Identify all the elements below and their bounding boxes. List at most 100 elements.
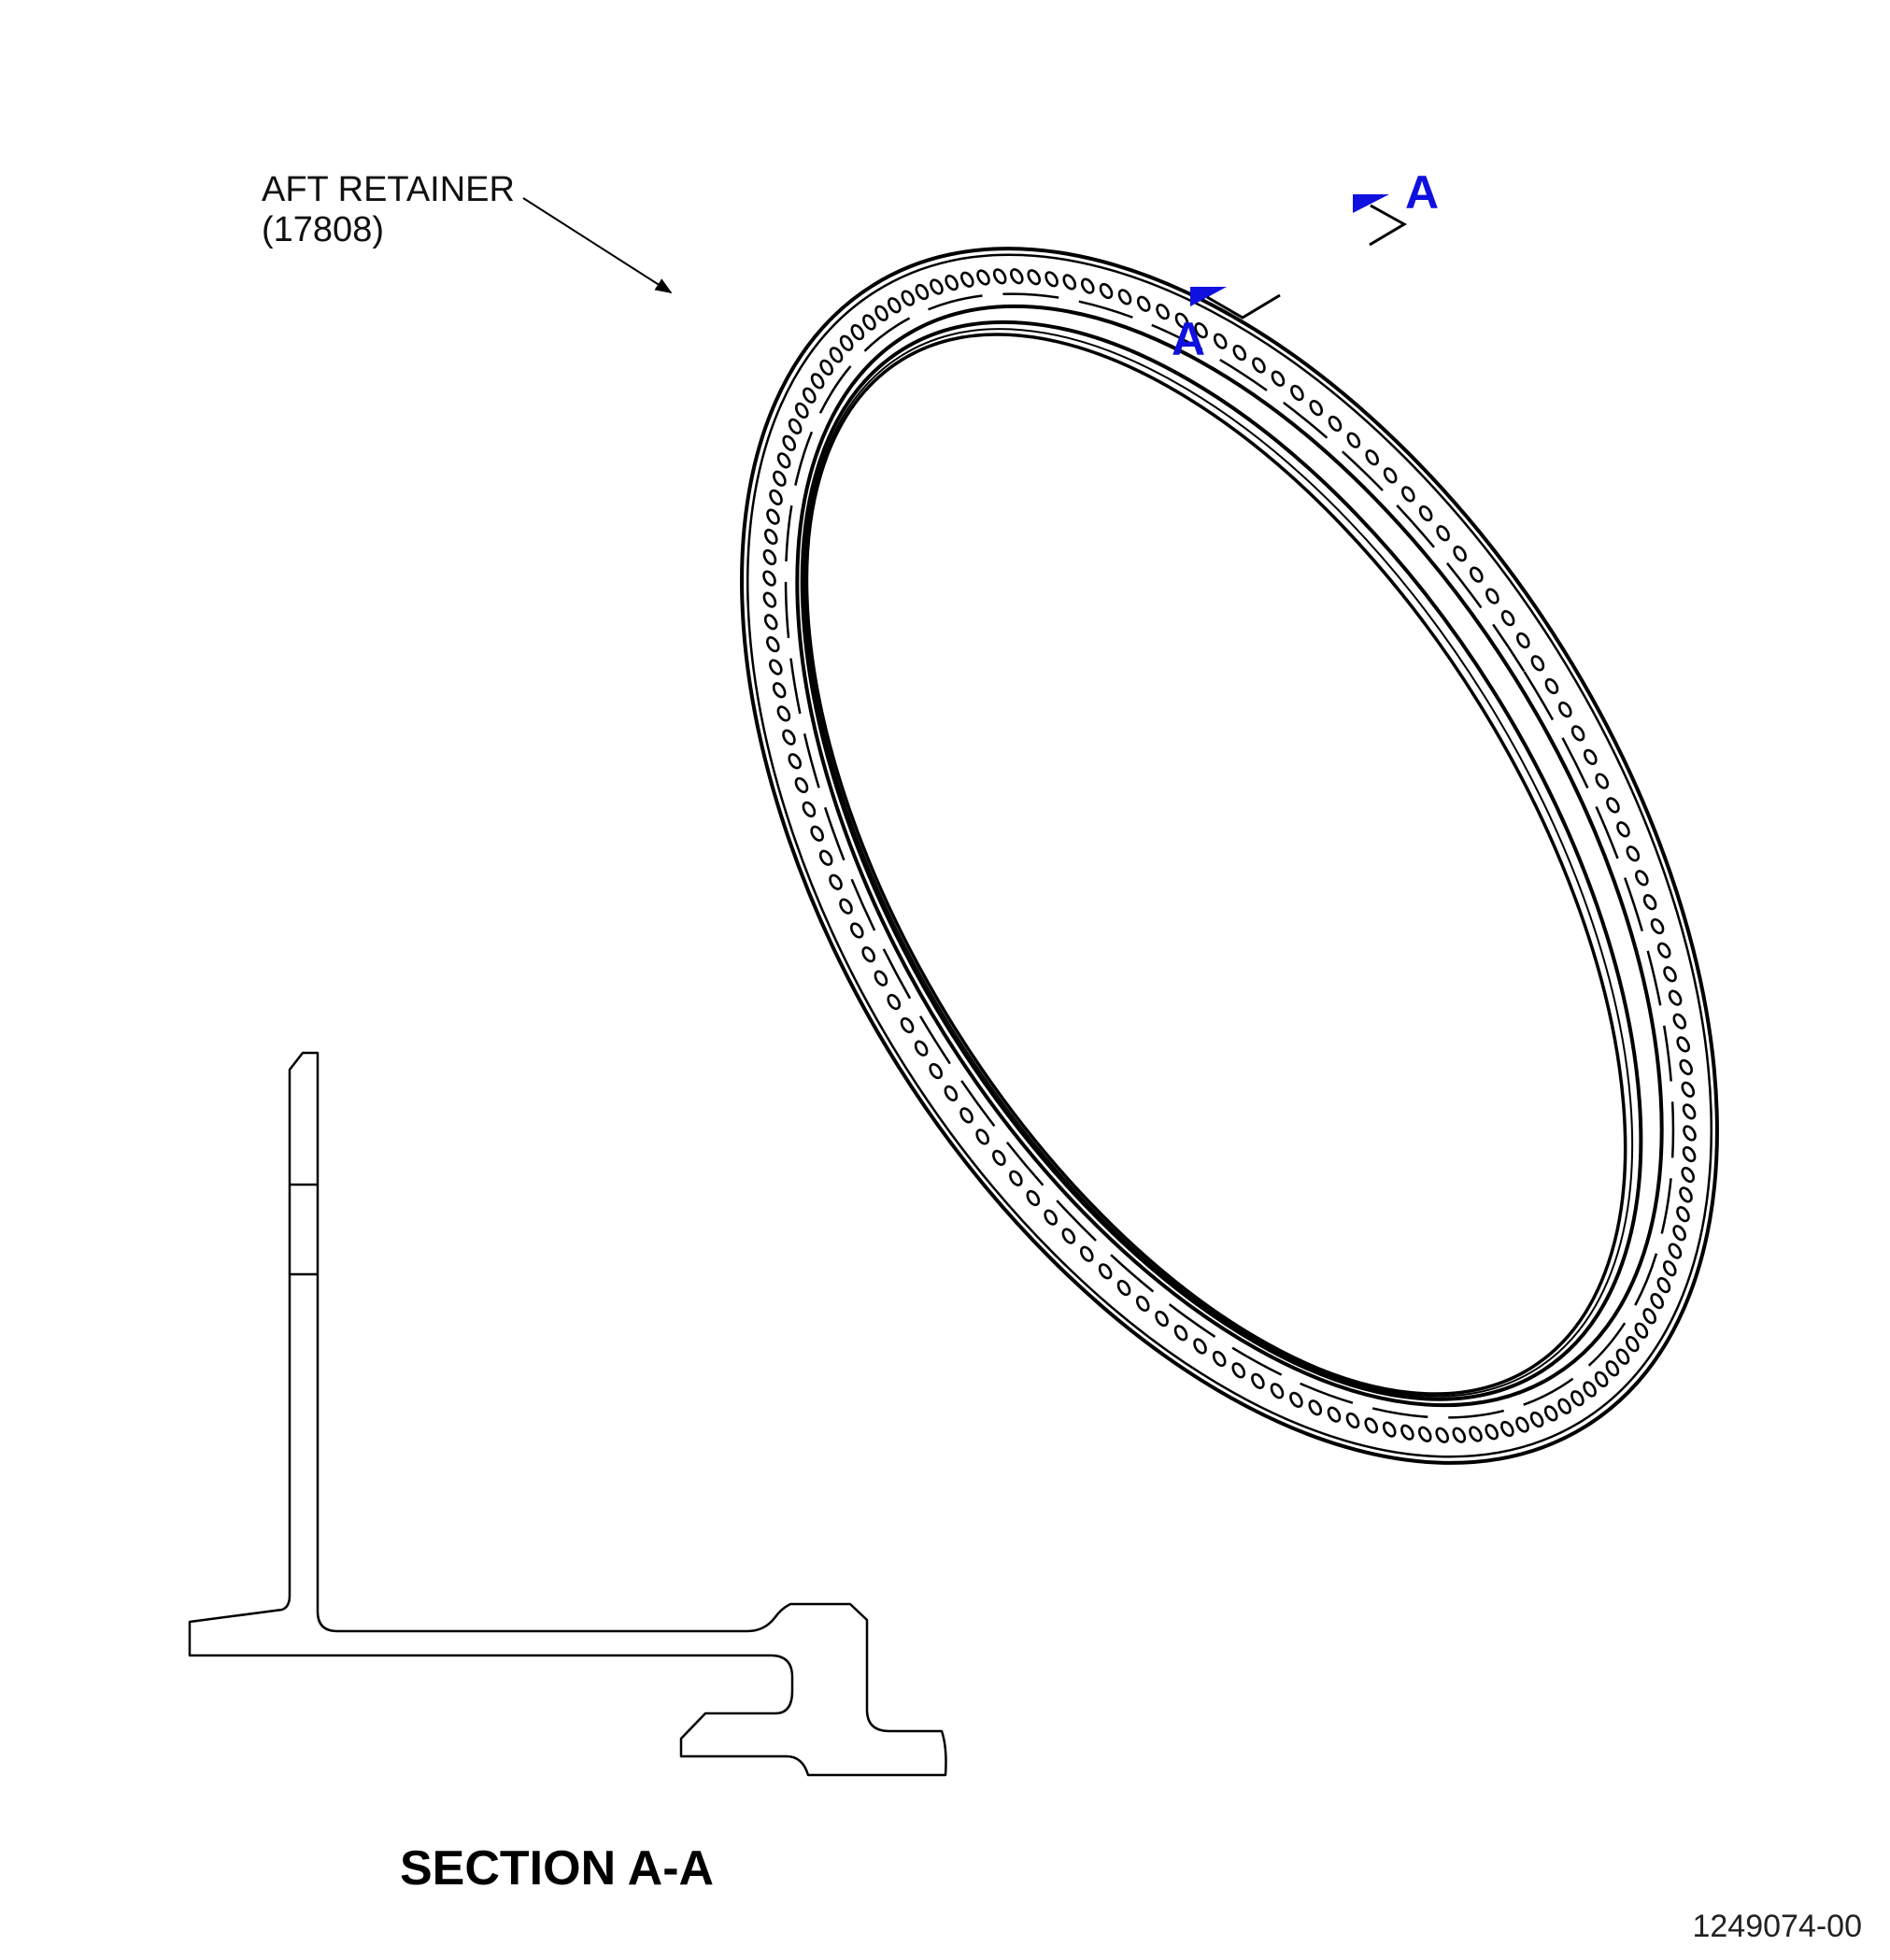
bolt-hole: [1346, 432, 1361, 448]
bolt-hole: [1044, 271, 1059, 288]
callout-leader-line: [522, 197, 673, 293]
bolt-hole: [1672, 1225, 1686, 1242]
aft-retainer-ring: [740, 247, 1719, 1465]
bolt-hole: [1584, 748, 1598, 765]
bolt-hole: [1270, 1383, 1285, 1399]
section-title: SECTION A-A: [400, 1841, 714, 1896]
bolt-hole: [794, 776, 809, 794]
section-cut-line-upper: [1369, 204, 1408, 247]
bolt-hole: [1271, 370, 1286, 387]
bolt-hole: [874, 305, 888, 321]
bolt-hole: [773, 470, 787, 487]
bolt-hole: [1500, 610, 1515, 627]
bolt-hole: [929, 1062, 943, 1080]
bolt-hole: [900, 1016, 915, 1034]
bolt-hole: [1289, 1391, 1303, 1408]
bolt-hole: [782, 729, 796, 746]
bolt-hole: [1676, 1206, 1690, 1223]
bolt-hole: [1062, 274, 1077, 291]
bolt-hole: [1212, 1350, 1227, 1368]
callout-name: AFT RETAINER: [262, 170, 515, 209]
bolt-hole: [1418, 504, 1433, 522]
bolt-hole: [1231, 1362, 1246, 1379]
bolt-hole: [1156, 304, 1170, 320]
bolt-hole: [1453, 546, 1467, 562]
bolt-hole: [1027, 269, 1042, 286]
bolt-hole: [1616, 821, 1630, 838]
bolt-hole: [1099, 282, 1114, 300]
bolt-hole: [829, 347, 844, 363]
bolt-hole: [1679, 1186, 1693, 1203]
bolt-hole: [1469, 1426, 1483, 1442]
bolt-hole: [959, 1107, 973, 1124]
bolt-hole: [1435, 1427, 1449, 1443]
bolt-hole: [769, 489, 783, 505]
bolt-hole: [1400, 1424, 1414, 1441]
bolt-hole: [874, 970, 888, 987]
bolt-hole: [1098, 1263, 1113, 1280]
bolt-hole: [1530, 655, 1545, 672]
bolt-hole: [888, 297, 902, 314]
bolt-hole: [818, 849, 833, 866]
bolt-hole: [1668, 989, 1683, 1006]
bolt-hole: [766, 636, 780, 653]
bolt-hole: [1656, 942, 1671, 959]
bolt-hole: [763, 528, 778, 546]
ring-outer-edge: [740, 247, 1719, 1465]
bolt-hole: [829, 873, 843, 890]
bolt-hole: [1570, 725, 1585, 742]
bolt-hole: [992, 268, 1007, 285]
bolt-hole: [1383, 467, 1398, 484]
bolt-hole: [1650, 917, 1665, 935]
flange-hidden-edge: [784, 292, 1675, 1419]
bolt-hole: [1382, 1421, 1397, 1438]
bolt-hole: [1009, 1170, 1023, 1186]
bolt-hole: [849, 922, 864, 939]
bolt-hole: [1676, 1036, 1690, 1053]
section-label-lower: A: [1172, 313, 1205, 365]
bolt-hole: [861, 946, 875, 963]
section-arrow-upper: [1353, 194, 1389, 213]
bolt-hole: [1135, 1295, 1150, 1312]
bolt-hole: [992, 1149, 1006, 1166]
bolt-hole: [960, 271, 974, 288]
bolt-hole: [1417, 1426, 1432, 1442]
bolt-hole: [1401, 486, 1415, 503]
bolt-hole: [1642, 1308, 1656, 1325]
bolt-hole: [1605, 1360, 1620, 1377]
bolt-hole: [1682, 1103, 1697, 1120]
bolt-hole: [1516, 632, 1530, 649]
bolt-hole: [769, 659, 783, 675]
bolt-hole: [1080, 277, 1095, 294]
bolt-hole: [975, 1129, 989, 1145]
bolt-hole: [1485, 588, 1499, 604]
rail-inner: [804, 333, 1627, 1396]
bolt-hole: [862, 314, 876, 331]
bolt-hole: [762, 570, 776, 587]
section-marker-upper: A: [1353, 166, 1439, 247]
bolt-hole: [1681, 1081, 1696, 1098]
bolt-hole: [914, 1040, 929, 1057]
rail-mid: [803, 328, 1634, 1398]
bolt-hole: [1679, 1058, 1693, 1075]
bolt-hole: [1672, 1013, 1687, 1030]
bolt-hole: [915, 283, 930, 301]
bolt-hole: [762, 591, 777, 608]
bolt-hole: [1529, 1411, 1544, 1428]
bolt-hole: [1327, 1406, 1342, 1423]
bolt-hole: [782, 434, 797, 451]
bolt-hole: [1683, 1125, 1697, 1142]
bolt-hole: [1606, 797, 1620, 814]
bolt-hole: [1583, 1381, 1597, 1398]
bolt-hole: [1309, 400, 1324, 417]
bolt-hole: [802, 801, 817, 817]
bolt-hole: [1615, 1348, 1630, 1365]
bolt-hole: [788, 753, 803, 770]
bolt-hole: [1345, 1412, 1360, 1429]
bolt-hole: [1436, 525, 1450, 542]
bolt-hole-pattern: [762, 268, 1697, 1443]
bolt-hole: [1557, 701, 1572, 718]
bolt-hole: [1642, 894, 1657, 911]
bolt-hole: [945, 274, 959, 291]
